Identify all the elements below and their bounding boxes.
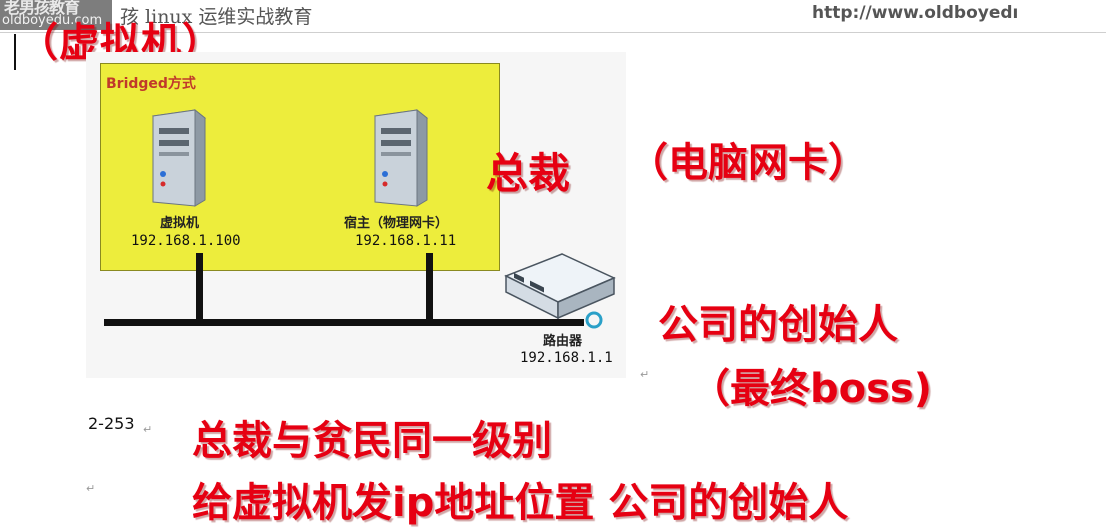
paragraph-mark: ↵: [86, 482, 96, 495]
nic-annotation: （电脑网卡）: [628, 140, 868, 186]
vm-ip-label: 192.168.1.100: [131, 233, 241, 249]
router-ip-label: 192.168.1.1: [520, 350, 613, 366]
left-rule: [14, 34, 16, 70]
final-boss-annotation: （最终boss): [690, 366, 933, 412]
router-name-label: 路由器: [543, 334, 583, 349]
header-url: http://www.oldboyedı: [812, 3, 1019, 23]
founder-annotation: 公司的创始人: [658, 302, 898, 348]
note-line-2: 给虚拟机发ip地址位置 公司的创始人: [192, 480, 849, 526]
bridged-mode-label: Bridged方式: [106, 76, 196, 92]
host-ip-label: 192.168.1.11: [355, 233, 457, 249]
note-line-1: 总裁与贫民同一级别: [192, 418, 552, 464]
host-connection-line: [426, 253, 433, 323]
header-course-text: 孩 linux 运维实战教育: [120, 6, 313, 28]
boss-annotation: 总裁: [486, 149, 571, 198]
vm-server-icon: [151, 108, 207, 207]
logo-text: 老男孩教育: [4, 0, 80, 17]
header-bar: [0, 0, 1106, 33]
network-bus-line: [104, 319, 584, 326]
host-server-icon: [373, 108, 429, 207]
paragraph-mark: ↵: [143, 423, 153, 436]
page-number: 2-253: [88, 414, 135, 433]
logo-subtext: oldboyedu.com: [2, 13, 103, 28]
paragraph-mark: ↵: [640, 368, 650, 381]
router-icon: [504, 253, 616, 329]
vm-connection-line: [196, 253, 203, 323]
logo: 老男孩教育 oldboyedu.com: [0, 0, 112, 30]
host-name-label: 宿主（物理网卡）: [344, 216, 449, 231]
vm-name-label: 虚拟机: [160, 216, 200, 231]
